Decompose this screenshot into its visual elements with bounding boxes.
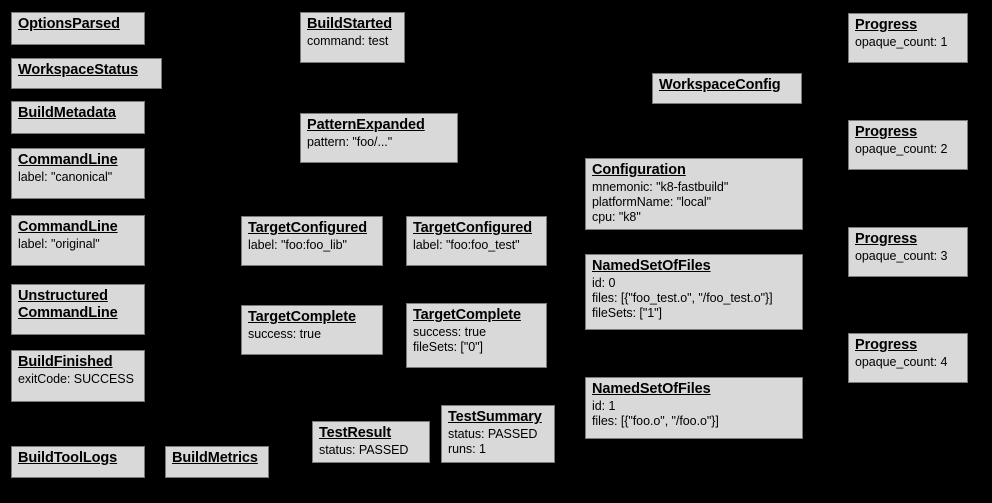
event-node-fields: label: "original": [18, 237, 139, 252]
event-node-build-tool-logs[interactable]: BuildToolLogs: [11, 446, 145, 478]
event-node-build-metadata[interactable]: BuildMetadata: [11, 101, 145, 134]
event-node-workspace-status[interactable]: WorkspaceStatus: [11, 58, 162, 89]
event-node-field: status: PASSED: [448, 427, 538, 441]
event-node-title: NamedSetOfFiles: [592, 258, 711, 274]
event-node-field: success: true: [413, 325, 486, 339]
event-node-target-complete-lib[interactable]: TargetComplete success: true: [241, 305, 383, 355]
event-node-field: label: "foo:foo_lib": [248, 238, 347, 252]
event-node-progress-3[interactable]: Progress opaque_count: 3: [848, 227, 968, 277]
event-node-fields: mnemonic: "k8-fastbuild"platformName: "l…: [592, 180, 797, 225]
event-node-field: success: true: [248, 327, 321, 341]
event-node-field: opaque_count: 1: [855, 35, 948, 49]
event-node-field: command: test: [307, 34, 389, 48]
event-node-progress-1[interactable]: Progress opaque_count: 1: [848, 13, 968, 63]
event-node-title: BuildFinished: [18, 354, 113, 370]
event-node-title: Configuration: [592, 162, 686, 178]
event-node-field: exitCode: SUCCESS: [18, 372, 134, 386]
event-node-build-finished[interactable]: BuildFinished exitCode: SUCCESS: [11, 350, 145, 402]
event-node-pattern-expanded[interactable]: PatternExpanded pattern: "foo/...": [300, 113, 458, 163]
event-node-build-started[interactable]: BuildStarted command: test: [300, 12, 405, 63]
event-node-fields: opaque_count: 3: [855, 249, 962, 264]
event-node-progress-2[interactable]: Progress opaque_count: 2: [848, 120, 968, 170]
event-node-options-parsed[interactable]: OptionsParsed: [11, 12, 145, 45]
event-node-title: Progress: [855, 17, 918, 33]
event-node-title: TargetConfigured: [248, 220, 367, 236]
event-node-field: label: "canonical": [18, 170, 113, 184]
event-node-title: BuildMetadata: [18, 105, 116, 121]
event-node-configuration[interactable]: Configuration mnemonic: "k8-fastbuild"pla…: [585, 158, 803, 230]
event-node-fields: exitCode: SUCCESS: [18, 372, 139, 387]
event-node-title: PatternExpanded: [307, 117, 425, 133]
event-node-fields: label: "foo:foo_lib": [248, 238, 377, 253]
event-node-field: label: "foo:foo_test": [413, 238, 520, 252]
event-node-title: TestResult: [319, 425, 392, 441]
event-node-title: BuildToolLogs: [18, 450, 118, 466]
event-node-field: opaque_count: 2: [855, 142, 948, 156]
event-node-target-configured-foo-lib[interactable]: TargetConfigured label: "foo:foo_lib": [241, 216, 383, 266]
event-node-field: files: [{"foo.o", "/foo.o"}]: [592, 414, 719, 428]
event-node-title: TargetComplete: [413, 307, 521, 323]
event-node-workspace-config[interactable]: WorkspaceConfig: [652, 73, 802, 104]
event-node-field: label: "original": [18, 237, 100, 251]
event-node-progress-4[interactable]: Progress opaque_count: 4: [848, 333, 968, 383]
event-node-title: Unstructured CommandLine: [18, 288, 118, 321]
event-node-title: NamedSetOfFiles: [592, 381, 711, 397]
event-node-field: mnemonic: "k8-fastbuild": [592, 180, 729, 194]
event-node-title: Progress: [855, 124, 918, 140]
event-node-field: id: 1: [592, 399, 616, 413]
event-node-fields: pattern: "foo/...": [307, 135, 452, 150]
event-node-title: CommandLine: [18, 152, 118, 168]
event-node-field: fileSets: ["0"]: [413, 340, 483, 354]
event-node-build-metrics[interactable]: BuildMetrics: [165, 446, 269, 478]
event-node-field: opaque_count: 3: [855, 249, 948, 263]
event-node-field: fileSets: ["1"]: [592, 306, 662, 320]
event-node-title: BuildStarted: [307, 16, 393, 32]
event-node-fields: opaque_count: 1: [855, 35, 962, 50]
event-node-title: WorkspaceStatus: [18, 62, 138, 78]
event-node-title: BuildMetrics: [172, 450, 258, 466]
event-node-title: TargetComplete: [248, 309, 356, 325]
event-node-title: WorkspaceConfig: [659, 77, 781, 93]
event-node-fields: opaque_count: 4: [855, 355, 962, 370]
event-node-title: TestSummary: [448, 409, 542, 425]
event-node-field: status: PASSED: [319, 443, 409, 457]
event-node-fields: command: test: [307, 34, 399, 49]
event-node-title: OptionsParsed: [18, 16, 120, 32]
event-node-title: Progress: [855, 337, 918, 353]
event-node-title: TargetConfigured: [413, 220, 532, 236]
event-node-field: runs: 1: [448, 442, 486, 456]
event-node-field: cpu: "k8": [592, 210, 641, 224]
event-node-unstructured-command-line[interactable]: Unstructured CommandLine: [11, 284, 145, 335]
event-node-fields: opaque_count: 2: [855, 142, 962, 157]
event-node-target-configured-foo-test[interactable]: TargetConfigured label: "foo:foo_test": [406, 216, 547, 266]
event-node-title: CommandLine: [18, 219, 118, 235]
event-node-field: id: 0: [592, 276, 616, 290]
event-node-test-result[interactable]: TestResult status: PASSED: [312, 421, 430, 463]
event-node-field: files: [{"foo_test.o", "/foo_test.o"}]: [592, 291, 773, 305]
event-node-field: opaque_count: 4: [855, 355, 948, 369]
event-node-command-line-canonical[interactable]: CommandLine label: "canonical": [11, 148, 145, 199]
event-node-fields: success: true: [248, 327, 377, 342]
event-node-field: platformName: "local": [592, 195, 711, 209]
event-node-command-line-original[interactable]: CommandLine label: "original": [11, 215, 145, 266]
event-node-field: pattern: "foo/...": [307, 135, 393, 149]
event-node-title: Progress: [855, 231, 918, 247]
event-node-fields: label: "canonical": [18, 170, 139, 185]
event-node-fields: status: PASSED: [319, 443, 424, 458]
event-node-fields: label: "foo:foo_test": [413, 238, 541, 253]
